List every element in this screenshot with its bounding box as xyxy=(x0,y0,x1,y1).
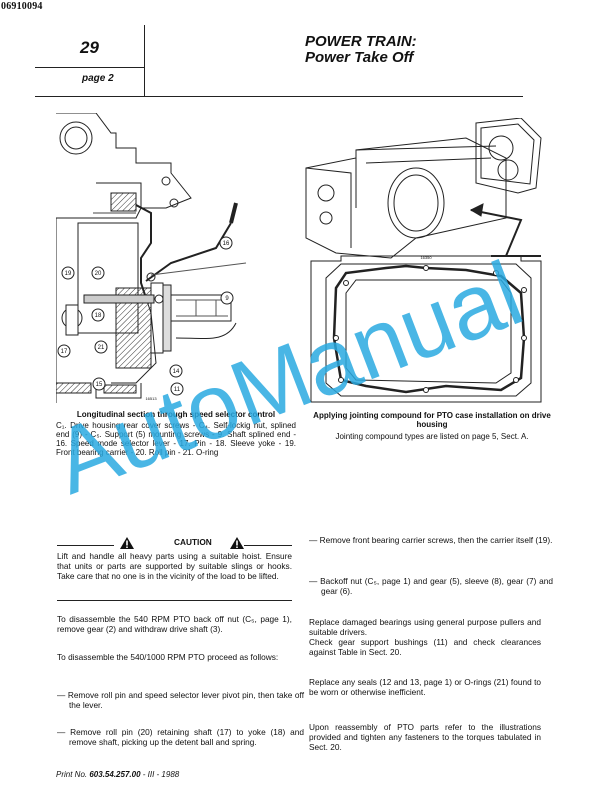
svg-text:17: 17 xyxy=(61,349,68,355)
footer-prefix: Print No. xyxy=(56,770,88,779)
page-title: POWER TRAIN: xyxy=(305,33,417,50)
left-bullet-2: — Remove roll pin (20) retaining shaft (… xyxy=(57,727,304,747)
header-divider-bottom xyxy=(35,96,523,97)
svg-text:15: 15 xyxy=(96,382,103,388)
svg-text:16: 16 xyxy=(223,241,230,247)
left-paragraph-1: To disassemble the 540 RPM PTO back off … xyxy=(57,614,292,634)
caution-header: CAUTION xyxy=(57,537,307,549)
left-paragraph-2: To disassemble the 540/1000 RPM PTO proc… xyxy=(57,652,279,662)
right-paragraph-4: Upon reassembly of PTO parts refer to th… xyxy=(309,722,541,752)
document-id: 06910094 xyxy=(1,1,43,12)
header-divider-vertical xyxy=(144,25,145,97)
right-figure-caption-title: Applying jointing compound for PTO case … xyxy=(313,411,551,429)
right-bullet-1: — Remove front bearing carrier screws, t… xyxy=(309,535,553,545)
right-paragraph-3: Replace any seals (12 and 13, page 1) or… xyxy=(309,677,541,697)
page-label: page 2 xyxy=(82,73,114,84)
print-number-footer: Print No. 603.54.257.00 - III - 1988 xyxy=(56,770,179,779)
header-divider-left xyxy=(35,67,144,68)
svg-text:14: 14 xyxy=(173,369,180,375)
svg-text:9: 9 xyxy=(225,296,229,302)
right-figure-caption-note: Jointing compound types are listed on pa… xyxy=(335,432,529,441)
left-bullet-1: — Remove roll pin and speed selector lev… xyxy=(57,690,304,710)
figure-jointing-compound: 16350 xyxy=(296,118,561,405)
warning-icon xyxy=(230,537,244,549)
svg-text:16350: 16350 xyxy=(420,255,432,260)
page-subtitle: Power Take Off xyxy=(305,49,414,66)
svg-text:16513: 16513 xyxy=(145,396,157,401)
caution-label: CAUTION xyxy=(174,537,212,547)
footer-suffix: - III - 1988 xyxy=(142,770,180,779)
figure-speed-selector-section: 16 19 20 9 18 21 17 14 15 11 16513 xyxy=(56,113,256,403)
svg-text:11: 11 xyxy=(174,387,181,393)
section-number: 29 xyxy=(80,38,99,57)
footer-print-number: 603.54.257.00 xyxy=(89,770,141,779)
svg-text:20: 20 xyxy=(95,271,102,277)
left-figure-caption-body: C₁. Drive housing rear cover screws - C₄… xyxy=(56,421,296,457)
right-paragraph-2: Check gear support bushings (11) and che… xyxy=(309,637,541,657)
right-bullet-2: — Backoff nut (C₅, page 1) and gear (5),… xyxy=(309,576,553,596)
caution-bottom-rule xyxy=(57,600,292,601)
svg-text:18: 18 xyxy=(95,313,102,319)
svg-text:19: 19 xyxy=(65,271,72,277)
left-figure-caption-title: Longitudinal section through speed selec… xyxy=(76,410,276,419)
warning-icon xyxy=(120,537,134,549)
right-paragraph-1: Replace damaged bearings using general p… xyxy=(309,617,541,637)
caution-text: Lift and handle all heavy parts using a … xyxy=(57,551,292,581)
svg-text:21: 21 xyxy=(98,345,105,351)
